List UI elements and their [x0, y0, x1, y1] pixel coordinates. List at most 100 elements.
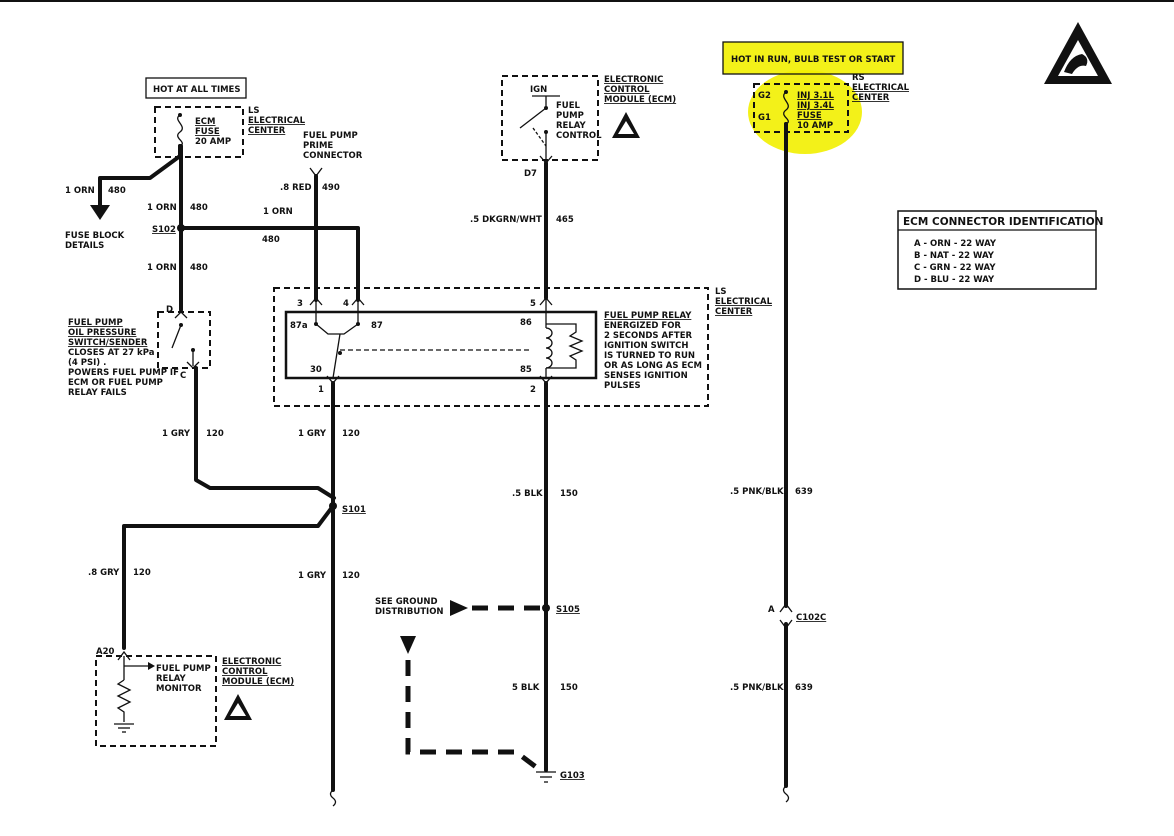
- svg-text:1 GRY: 1 GRY: [298, 571, 327, 581]
- svg-text:CLOSES AT 27 kPa: CLOSES AT 27 kPa: [68, 348, 155, 358]
- arrow-ground-distribution: [450, 600, 468, 616]
- wire-120-oil-switch: [194, 366, 336, 500]
- svg-text:490: 490: [322, 183, 340, 193]
- ecm-connector-row: C - GRN - 22 WAY: [914, 263, 996, 273]
- svg-text:2: 2: [530, 385, 536, 395]
- hot-at-all-times-box: [145, 77, 247, 99]
- svg-text:OIL PRESSURE: OIL PRESSURE: [68, 328, 137, 338]
- svg-text:ELECTRONIC: ELECTRONIC: [222, 657, 281, 667]
- svg-text:CENTER: CENTER: [852, 93, 890, 103]
- oil-pressure-switch: [157, 311, 211, 369]
- svg-text:PUMP: PUMP: [556, 111, 584, 121]
- svg-text:C: C: [180, 371, 186, 381]
- svg-text:D7: D7: [524, 169, 537, 179]
- svg-text:MONITOR: MONITOR: [156, 684, 202, 694]
- svg-text:G1: G1: [758, 113, 771, 123]
- svg-text:A: A: [768, 605, 775, 615]
- svg-text:CONTROL: CONTROL: [604, 85, 650, 95]
- svg-text:RELAY: RELAY: [156, 674, 187, 684]
- svg-text:S101: S101: [342, 505, 366, 515]
- svg-text:5: 5: [530, 299, 536, 309]
- svg-text:CENTER: CENTER: [248, 126, 286, 136]
- svg-text:ELECTRONIC: ELECTRONIC: [604, 75, 663, 85]
- svg-text:4: 4: [343, 299, 349, 309]
- svg-text:465: 465: [556, 215, 574, 225]
- svg-text:G103: G103: [560, 771, 585, 781]
- svg-text:639: 639: [795, 487, 813, 497]
- svg-text:PRIME: PRIME: [303, 141, 333, 151]
- svg-text:10 AMP: 10 AMP: [797, 121, 833, 131]
- svg-text:FUSE: FUSE: [797, 111, 822, 121]
- svg-text:FUEL PUMP: FUEL PUMP: [303, 131, 358, 141]
- svg-text:IS TURNED TO RUN: IS TURNED TO RUN: [604, 351, 695, 361]
- svg-text:FUSE BLOCK: FUSE BLOCK: [65, 231, 125, 241]
- svg-text:IGNITION SWITCH: IGNITION SWITCH: [604, 341, 689, 351]
- svg-text:.5 PNK/BLK: .5 PNK/BLK: [730, 487, 784, 497]
- ecm-connector-title: ECM CONNECTOR IDENTIFICATION: [903, 216, 1103, 228]
- svg-text:G2: G2: [758, 91, 771, 101]
- svg-text:1 ORN: 1 ORN: [263, 207, 293, 217]
- svg-text:FUEL PUMP: FUEL PUMP: [68, 318, 123, 328]
- svg-text:ELECTRICAL: ELECTRICAL: [248, 116, 306, 126]
- svg-text:.5 PNK/BLK: .5 PNK/BLK: [730, 683, 784, 693]
- svg-text:DETAILS: DETAILS: [65, 241, 104, 251]
- ecm-connector-row: D - BLU - 22 WAY: [914, 275, 995, 285]
- svg-text:639: 639: [795, 683, 813, 693]
- svg-text:ELECTRICAL: ELECTRICAL: [852, 83, 910, 93]
- svg-text:480: 480: [190, 263, 208, 273]
- svg-text:480: 480: [262, 235, 280, 245]
- svg-text:150: 150: [560, 683, 578, 693]
- svg-text:1 ORN: 1 ORN: [147, 203, 177, 213]
- svg-text:SENSES IGNITION: SENSES IGNITION: [604, 371, 688, 381]
- relay-ls-enclosure: [273, 287, 709, 407]
- svg-text:30: 30: [310, 365, 322, 375]
- svg-text:INJ 3.4L: INJ 3.4L: [797, 101, 834, 111]
- svg-text:DISTRIBUTION: DISTRIBUTION: [375, 607, 444, 617]
- splice-s105: [542, 604, 550, 612]
- wire-480-to-relay: [179, 226, 360, 302]
- svg-text:CENTER: CENTER: [715, 307, 753, 317]
- ecm-connector-row: B - NAT - 22 WAY: [914, 251, 995, 261]
- fuel-pump-relay: [284, 310, 598, 380]
- svg-text:1 GRY: 1 GRY: [162, 429, 191, 439]
- ecm-monitor-module: [95, 655, 217, 747]
- svg-text:480: 480: [108, 186, 126, 196]
- svg-text:CONTROL: CONTROL: [222, 667, 268, 677]
- svg-text:SEE GROUND: SEE GROUND: [375, 597, 438, 607]
- svg-text:ENERGIZED FOR: ENERGIZED FOR: [604, 321, 681, 331]
- ground-icon: [114, 723, 134, 733]
- svg-text:1 ORN: 1 ORN: [147, 263, 177, 273]
- rs-fuse-enclosure: [753, 83, 849, 133]
- svg-text:87a: 87a: [290, 321, 308, 331]
- resistor-icon: [546, 323, 584, 369]
- svg-text:.8 RED: .8 RED: [280, 183, 312, 193]
- svg-text:86: 86: [520, 318, 532, 328]
- svg-text:.5 BLK: .5 BLK: [512, 489, 543, 499]
- svg-text:120: 120: [342, 429, 360, 439]
- hot-in-run-box: [722, 41, 904, 75]
- svg-text:120: 120: [133, 568, 151, 578]
- svg-text:S105: S105: [556, 605, 580, 615]
- svg-text:RELAY FAILS: RELAY FAILS: [68, 388, 127, 398]
- svg-text:S102: S102: [152, 225, 176, 235]
- svg-text:RELAY: RELAY: [556, 121, 587, 131]
- wire-120-monitor: [122, 504, 335, 650]
- svg-text:.5 DKGRN/WHT: .5 DKGRN/WHT: [470, 215, 542, 225]
- ground-return-link: [405, 660, 542, 772]
- svg-text:480: 480: [190, 203, 208, 213]
- coil-icon: [545, 322, 553, 378]
- esd-warning-icon: [224, 694, 252, 720]
- svg-text:1 ORN: 1 ORN: [65, 186, 95, 196]
- svg-text:20 AMP: 20 AMP: [195, 137, 231, 147]
- svg-text:RS: RS: [852, 73, 865, 83]
- svg-text:MODULE (ECM): MODULE (ECM): [222, 677, 294, 687]
- ecm-connector-table: ECM CONNECTOR IDENTIFICATION A - ORN - 2…: [897, 210, 1103, 290]
- svg-text:87: 87: [371, 321, 383, 331]
- svg-text:120: 120: [342, 571, 360, 581]
- svg-text:5 BLK: 5 BLK: [512, 683, 540, 693]
- svg-text:FUEL: FUEL: [556, 101, 581, 111]
- svg-text:HOT IN RUN, BULB TEST OR STAR: HOT IN RUN, BULB TEST OR START: [731, 55, 896, 65]
- esd-warning-icon: [1044, 22, 1112, 84]
- svg-text:OR AS LONG AS ECM: OR AS LONG AS ECM: [604, 361, 702, 371]
